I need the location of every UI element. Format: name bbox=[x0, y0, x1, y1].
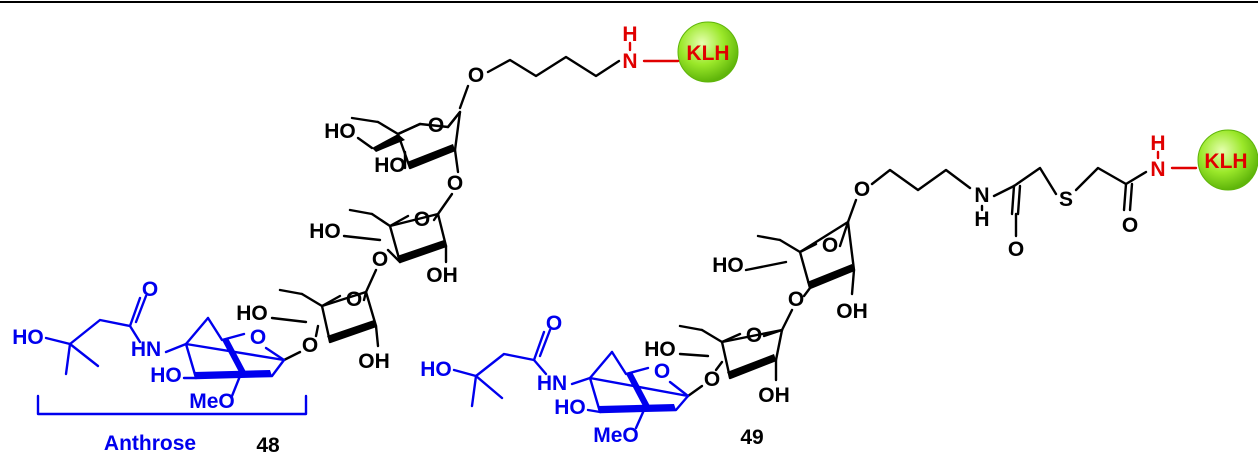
linker-oxygen: O bbox=[468, 64, 484, 87]
link-oxygen-49: O bbox=[788, 288, 804, 311]
ring2-ho: HO bbox=[309, 220, 341, 243]
anthrose-carbonyl-o: O bbox=[142, 278, 158, 301]
ring1-ho-49: HO bbox=[712, 254, 744, 277]
compound-number-49: 49 bbox=[740, 426, 763, 449]
glycosidic-bond-1 bbox=[458, 84, 470, 110]
ring2-ho-49: HO bbox=[644, 338, 676, 361]
klh-label-49: KLH bbox=[1204, 150, 1247, 173]
anthrose-hn: HN bbox=[131, 338, 161, 361]
ring1-oxygen-49: O bbox=[822, 234, 838, 257]
anthrose49-meo: MeO bbox=[593, 424, 639, 447]
anthrose-ring-oxygen: O bbox=[250, 326, 266, 349]
carbonyl-o-1: O bbox=[1008, 238, 1024, 261]
anthrose49-hn: HN bbox=[537, 372, 567, 395]
anthrose-48: HO O HN O HO MeO Anthrose bbox=[12, 278, 308, 455]
klh-label: KLH bbox=[686, 42, 729, 65]
ring1-oh-49: OH bbox=[836, 300, 868, 323]
anthrose-ring-ho: HO bbox=[150, 364, 182, 387]
link-oxygen-3-anthrose: O bbox=[302, 334, 318, 357]
ring3-oxygen: O bbox=[346, 288, 362, 311]
anthrose-ho: HO bbox=[12, 326, 44, 349]
ring2-oh-49: OH bbox=[758, 384, 790, 407]
compound-49: KLH H N O S O N H O O HO OH bbox=[420, 129, 1258, 449]
compound-number-48: 48 bbox=[256, 434, 280, 457]
ring1-ho-bottom: HO bbox=[374, 154, 406, 177]
butyl-linker bbox=[486, 55, 621, 78]
amide-n: N bbox=[1150, 158, 1165, 181]
carbonyl-o-2: O bbox=[1122, 214, 1138, 237]
link-oxygen-2-3: O bbox=[372, 248, 388, 271]
ring3-ho: HO bbox=[236, 302, 268, 325]
amine-h: H bbox=[622, 23, 637, 46]
thioether-s: S bbox=[1059, 188, 1073, 211]
anthrose-meo: MeO bbox=[189, 390, 235, 413]
ring2-oh: OH bbox=[426, 264, 458, 287]
link-oxygen-anthrose-49: O bbox=[704, 368, 720, 391]
ring1-bold-edge bbox=[407, 144, 455, 168]
amide-nh-n: N bbox=[974, 184, 989, 207]
amide-h: H bbox=[1150, 132, 1165, 155]
amine-n: N bbox=[622, 50, 637, 73]
anthrose49-carbonyl-o: O bbox=[546, 312, 562, 335]
link-oxygen-1-2: O bbox=[447, 172, 463, 195]
amide-nh-h: H bbox=[974, 208, 989, 231]
anthrose-label: Anthrose bbox=[104, 432, 196, 455]
anthrose49-ho: HO bbox=[420, 358, 452, 381]
ring1-methyl bbox=[350, 116, 380, 124]
klh-ball bbox=[677, 21, 739, 83]
anthrose-49: HO O HN O HO MeO bbox=[420, 312, 690, 447]
propyl-linker bbox=[870, 168, 972, 192]
ring2-oxygen: O bbox=[414, 208, 430, 231]
klh-ball-49 bbox=[1197, 129, 1258, 191]
anthrose-bracket bbox=[36, 394, 308, 416]
ring3-oh: OH bbox=[358, 350, 390, 373]
ring1-ho-left: HO bbox=[324, 120, 356, 143]
anthrose49-ring-oxygen: O bbox=[654, 360, 670, 383]
linker-oxygen-49: O bbox=[854, 178, 870, 201]
compound-48: KLH H N O O HO HO O O HO OH bbox=[12, 21, 739, 457]
anthrose49-ring-ho: HO bbox=[554, 396, 586, 419]
